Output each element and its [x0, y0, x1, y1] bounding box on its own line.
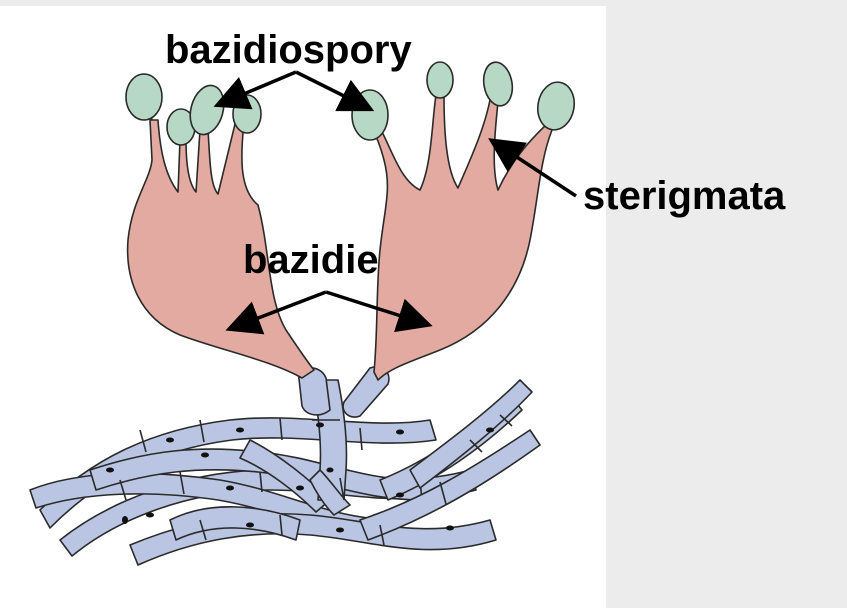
label-sterigmata: sterigmata [583, 176, 785, 216]
label-basidiospores: bazidiospory [165, 30, 412, 70]
label-basidia: bazidie [243, 240, 379, 280]
